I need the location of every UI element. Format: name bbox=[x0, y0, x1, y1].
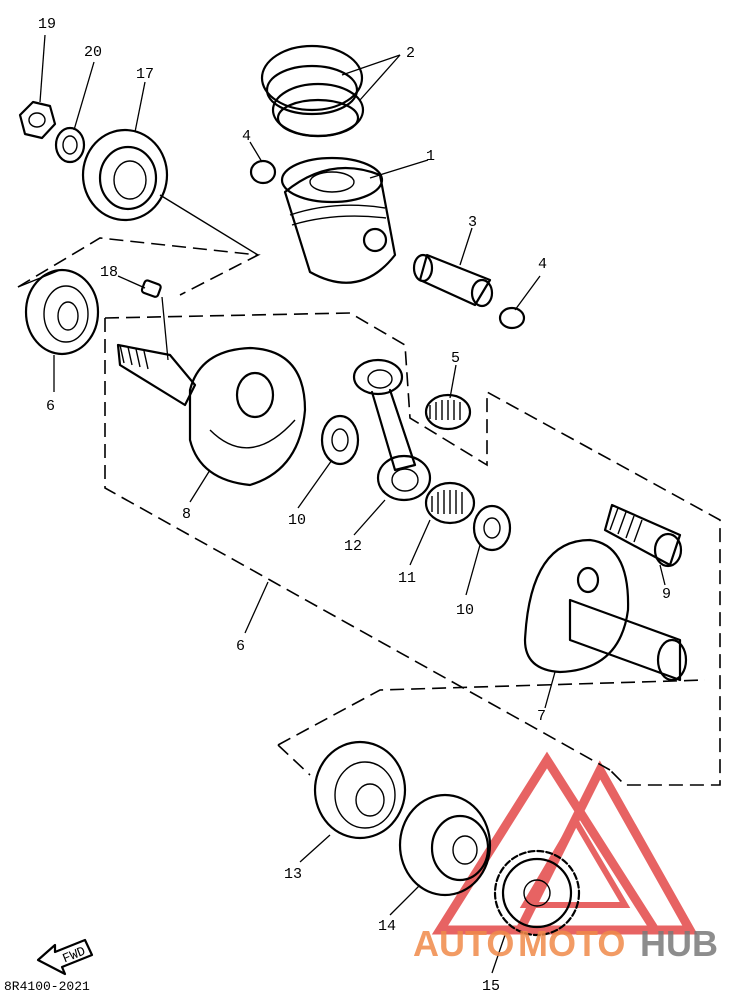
oil-seal-right bbox=[398, 793, 492, 897]
nut bbox=[18, 100, 57, 140]
connecting-rod bbox=[352, 358, 432, 502]
thrust-washer-lower bbox=[472, 504, 512, 552]
piston-rings bbox=[260, 44, 365, 138]
label-19: 19 bbox=[38, 16, 56, 33]
label-6-bearing: 6 bbox=[46, 398, 55, 415]
label-7: 7 bbox=[537, 708, 546, 725]
woodruff-key bbox=[140, 279, 162, 298]
piston-pin-clip-lower bbox=[498, 306, 526, 330]
watermark-text: AUTO MOTO HUB bbox=[413, 923, 718, 964]
forward-arrow-icon: FWD bbox=[36, 938, 94, 976]
primary-drive-gear bbox=[493, 849, 581, 937]
label-12: 12 bbox=[344, 538, 362, 555]
label-3: 3 bbox=[468, 214, 477, 231]
label-5: 5 bbox=[451, 350, 460, 367]
drawing-code: 8R4100-2021 bbox=[4, 979, 90, 994]
svg-text:MOTO: MOTO bbox=[518, 923, 625, 964]
svg-text:FWD: FWD bbox=[60, 944, 88, 967]
small-end-bearing bbox=[424, 393, 472, 431]
oil-seal bbox=[81, 128, 169, 222]
label-8: 8 bbox=[182, 506, 191, 523]
crank-pin bbox=[603, 503, 683, 568]
piston-pin-clip-upper bbox=[249, 159, 277, 185]
lower-outline bbox=[277, 679, 706, 776]
label-18: 18 bbox=[100, 264, 118, 281]
crank-bearing-left bbox=[24, 268, 100, 356]
label-2: 2 bbox=[406, 45, 415, 62]
bearing-outline bbox=[17, 237, 261, 296]
label-13: 13 bbox=[284, 866, 302, 883]
piston-pin bbox=[412, 253, 494, 308]
label-17: 17 bbox=[136, 66, 154, 83]
crank-assembly-outline bbox=[104, 312, 721, 786]
leader-lines bbox=[39, 34, 666, 974]
washer bbox=[54, 126, 86, 164]
part-labels: 19 20 17 2 1 4 3 4 18 5 6 8 10 12 11 10 … bbox=[38, 16, 671, 995]
svg-text:AUTO: AUTO bbox=[413, 923, 514, 964]
piston bbox=[280, 156, 397, 284]
seal-guide-line bbox=[159, 194, 259, 256]
label-20: 20 bbox=[84, 44, 102, 61]
label-4-upper: 4 bbox=[242, 128, 251, 145]
label-11: 11 bbox=[398, 570, 416, 587]
big-end-bearing bbox=[424, 481, 476, 525]
label-1: 1 bbox=[426, 148, 435, 165]
label-9: 9 bbox=[662, 586, 671, 603]
svg-text:HUB: HUB bbox=[640, 923, 718, 964]
crank-bearing-right bbox=[313, 740, 407, 840]
crank-right-half bbox=[523, 538, 688, 682]
crank-left-half bbox=[116, 343, 307, 487]
label-6-assembly: 6 bbox=[236, 638, 245, 655]
label-4-lower: 4 bbox=[538, 256, 547, 273]
thrust-washer-upper bbox=[320, 414, 360, 466]
label-15: 15 bbox=[482, 978, 500, 995]
label-14: 14 bbox=[378, 918, 396, 935]
label-10-lower: 10 bbox=[456, 602, 474, 619]
label-10-upper: 10 bbox=[288, 512, 306, 529]
